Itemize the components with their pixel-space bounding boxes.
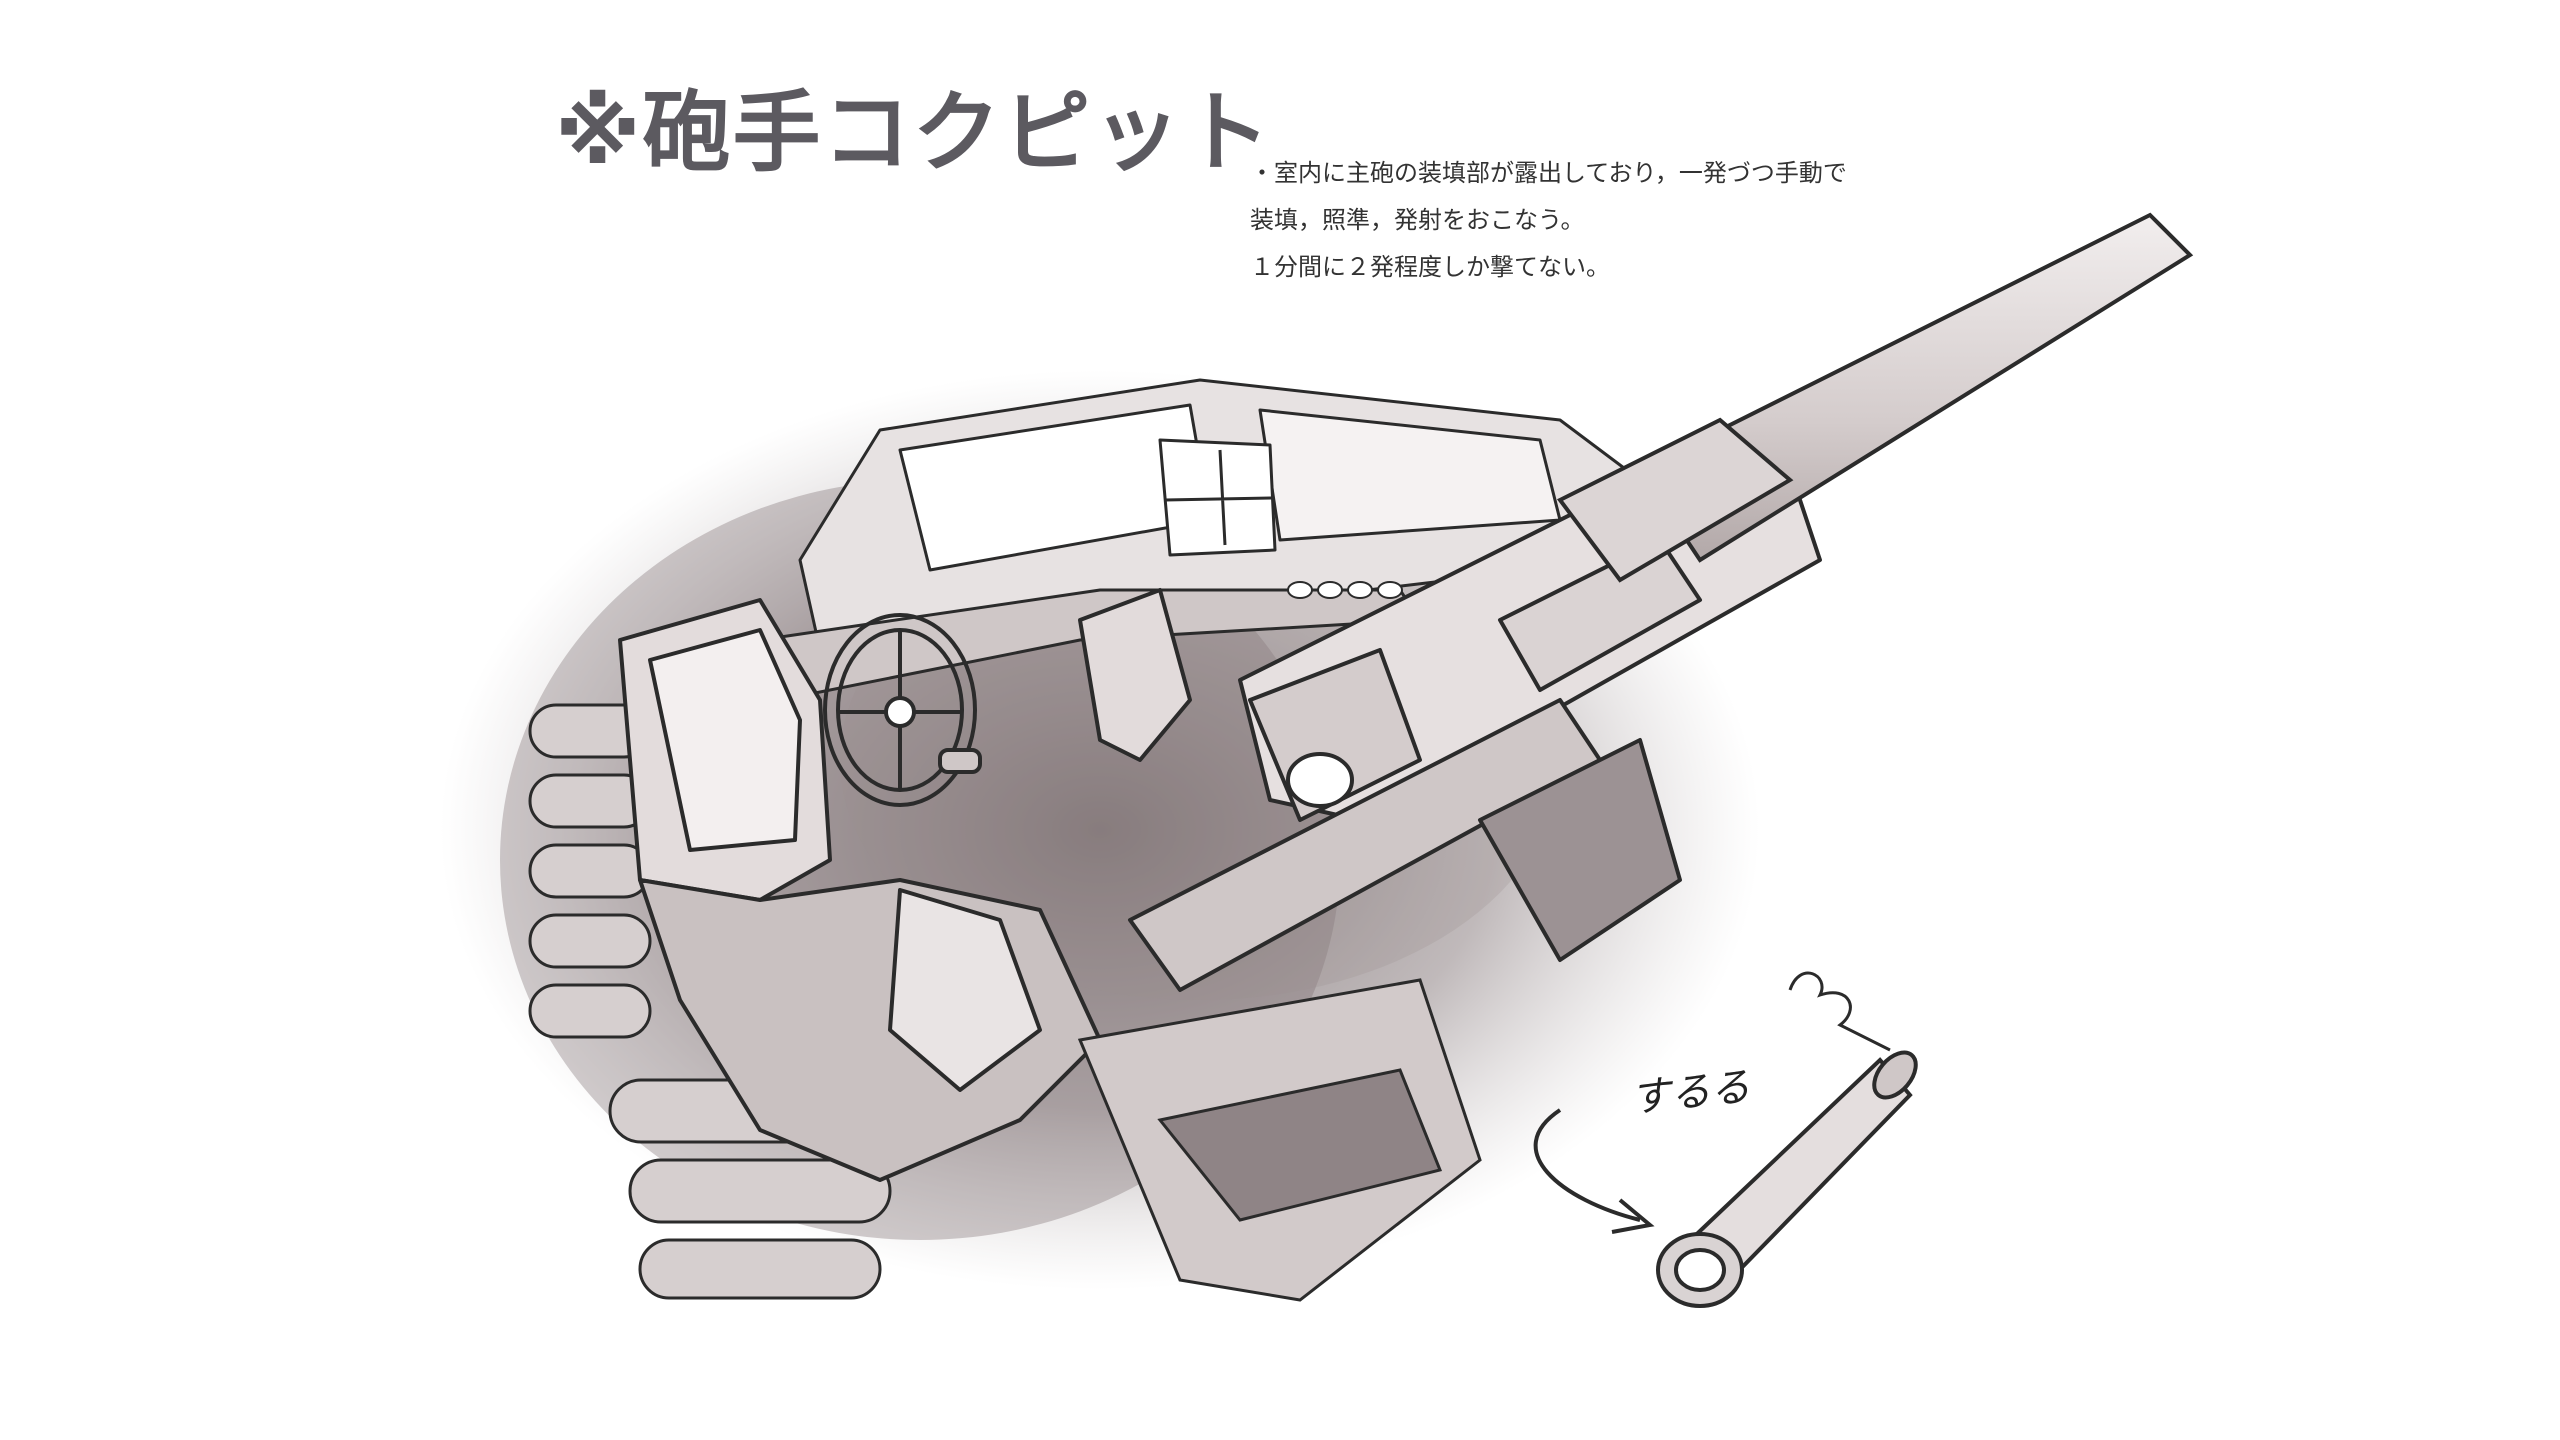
page-title: ※砲手コクピット <box>555 81 1273 184</box>
shell-cartridge <box>1656 1050 1918 1308</box>
note-line-1: ・室内に主砲の装填部が露出しており，一発づつ手動で <box>1250 159 1847 187</box>
description-notes: ・室内に主砲の装填部が露出しており，一発づつ手動で 装填，照準，発射をおこなう。… <box>1250 150 1847 291</box>
cockpit-frame <box>758 378 1642 702</box>
lower-console <box>1077 978 1482 1302</box>
note-line-2: 装填，照準，発射をおこなう。 <box>1250 206 1585 234</box>
gun-barrel <box>1556 212 2194 583</box>
gun-breech <box>1078 448 1822 992</box>
hand-wheel <box>823 613 982 807</box>
sketch-squiggle <box>1788 971 1891 1052</box>
note-line-3: １分間に２発程度しか撃てない。 <box>1250 253 1610 281</box>
indicator-lights <box>1287 581 1403 599</box>
gunner-seat <box>618 598 1102 1182</box>
insert-arrow <box>1533 1108 1655 1234</box>
